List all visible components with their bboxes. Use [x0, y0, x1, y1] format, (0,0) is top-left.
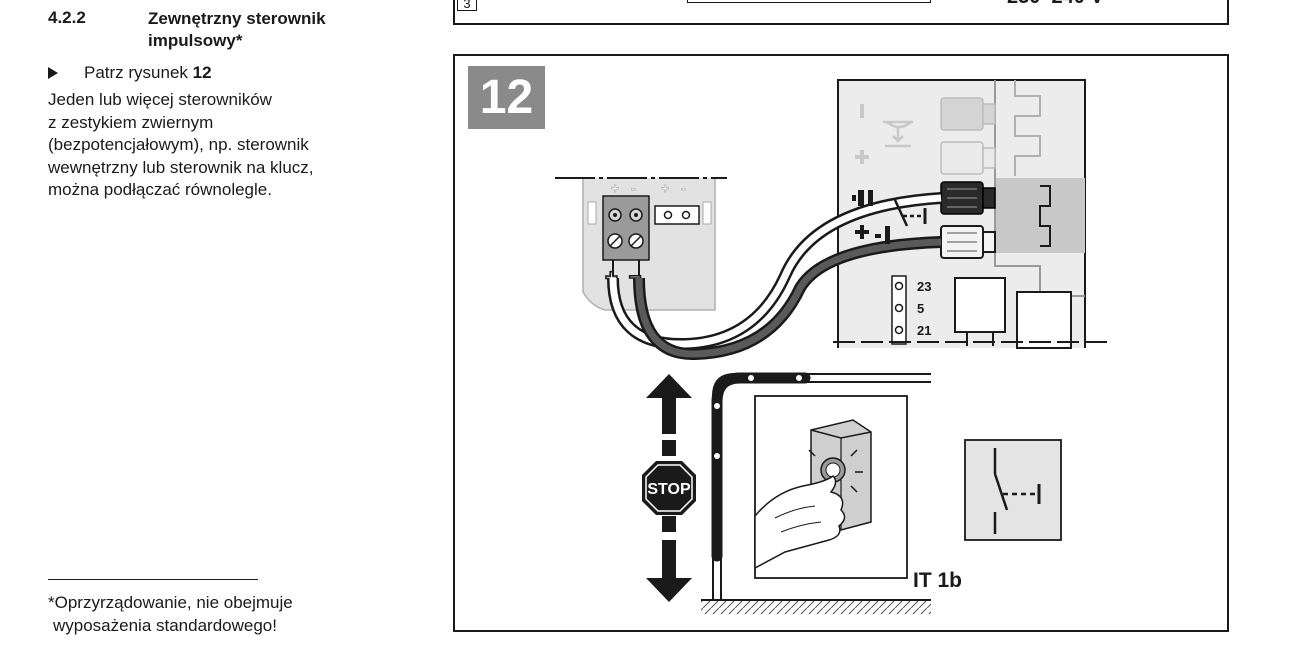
connector-faded — [940, 97, 984, 131]
previous-figure-inner-box — [687, 0, 931, 3]
control-board: 23 5 21 — [833, 79, 1113, 349]
section-title-line-1: Zewnętrzny sterownik — [148, 9, 326, 28]
paragraph-line: można podłączać równolegle. — [48, 180, 272, 199]
description-paragraph: Jeden lub więcej sterowników z zestykiem… — [48, 89, 388, 202]
paragraph-line: (bezpotencjałowym), np. sterownik — [48, 135, 309, 154]
push-button-panel — [754, 395, 908, 579]
normally-open-switch-symbol-icon — [964, 439, 1062, 541]
figure-reference: Patrz rysunek 12 — [48, 62, 212, 84]
section-number: 4.2.2 — [48, 8, 86, 27]
see-figure-text: Patrz rysunek — [84, 63, 193, 82]
voltage-label: 230–240 V — [1007, 0, 1104, 9]
svg-text:-: - — [681, 180, 686, 196]
paragraph-line: Jeden lub więcej sterowników — [48, 90, 272, 109]
svg-text:-: - — [631, 180, 636, 196]
stop-sign-text: STOP — [647, 481, 691, 498]
connector-faded — [940, 141, 984, 175]
wall-switch-housing: + - + - + – — [555, 177, 727, 311]
terminal-number: 21 — [917, 323, 931, 338]
terminal-number: 5 — [917, 301, 924, 316]
svg-text:+: + — [611, 180, 619, 196]
text-column: 4.2.2 Zewnętrzny sterownik impulsowy* Pa… — [48, 0, 388, 664]
section-title-line-2: impulsowy* — [148, 31, 243, 50]
cable-pair — [607, 190, 942, 361]
figure-number-badge: 12 — [468, 66, 545, 129]
hand-icon — [754, 475, 846, 570]
figure-12: 23 5 21 + - + - — [453, 54, 1229, 632]
terminal-number: 23 — [917, 279, 931, 294]
previous-figure-number: 3 — [457, 0, 477, 11]
see-figure-number: 12 — [192, 63, 212, 82]
svg-text:+: + — [661, 180, 669, 196]
previous-figure-box: 3 230–240 V — [453, 0, 1229, 25]
plus-wire-icon — [855, 225, 869, 239]
paragraph-line: z zestykiem zwiernym — [48, 112, 214, 132]
stop-sign-icon: STOP — [642, 461, 696, 515]
minus-faded-icon — [860, 104, 864, 118]
relay-component — [954, 277, 1006, 333]
terminal-block — [602, 195, 650, 261]
paragraph-line: wewnętrzny lub sterownik na klucz, — [48, 157, 314, 177]
wiring-diagram: 23 5 21 + - + - — [555, 79, 1113, 614]
footnote-line: wyposażenia standardowego! — [53, 615, 277, 635]
triangle-bullet-icon — [48, 67, 58, 79]
door-panels — [711, 372, 811, 562]
footnote: *Oprzyrządowanie, nie obejmuje wyposażen… — [48, 592, 378, 637]
section-title: Zewnętrzny sterownik impulsowy* — [148, 8, 388, 52]
door-scene — [701, 372, 931, 614]
model-label: IT 1b — [913, 569, 962, 592]
antenna-faded-icon — [883, 120, 913, 148]
footnote-divider — [48, 579, 258, 580]
plus-faded-icon — [855, 150, 869, 164]
footnote-line: *Oprzyrządowanie, nie obejmuje — [48, 593, 293, 612]
up-down-arrow-icon — [646, 374, 692, 602]
capacitor-component — [1016, 291, 1072, 349]
